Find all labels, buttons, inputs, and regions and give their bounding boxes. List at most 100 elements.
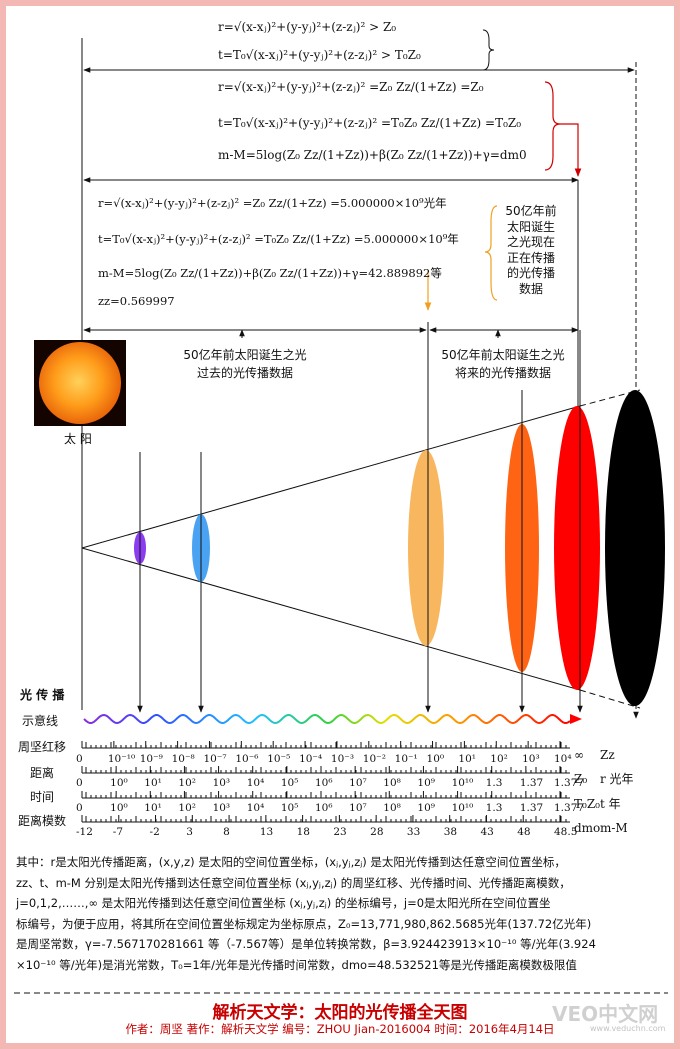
redshift-tick-label: 10⁻³ [330,753,355,765]
redshift-tick-label: 10⁻² [362,753,386,765]
cone-lower-edge [81,547,581,691]
distance-tick-label: 10⁷ [349,777,367,789]
side-note-line: 之光现在 [506,235,555,249]
explanation-text: 其中：r是太阳光传播距离，(x,y,z) 是太阳的空间位置坐标，(xⱼ,yⱼ,z… [16,852,668,975]
modulus-tick-label: 38 [443,826,458,838]
time-tick-label: 10⁰ [110,802,128,814]
bracket-block1 [482,29,495,71]
sun-label: 太 阳 [64,432,92,446]
redshift-tick-label: 10⁴ [554,753,572,765]
bracket-block2 [544,81,561,171]
side-note-line: 50亿年前 [505,204,557,218]
footer-meta: 作者：周坚 著作：解析天文学 编号：ZHOU Jian-2016004 时间：2… [125,1022,555,1036]
modulus-end-symbol: dmo [574,821,601,835]
explanation-line: 是周坚常数，γ=-7.567170281661 等（-7.567等）是单位转换常… [16,937,596,951]
time-tick-label: 10⁶ [315,802,333,814]
side-note-line: 正在传播 [506,250,555,265]
time-tick-label: 1.37 [519,802,544,814]
distance-tick-label: 1.3 [485,777,503,789]
redshift-tick-label: 10⁻¹⁰ [107,753,136,765]
modulus-tick-label: 18 [296,826,310,838]
distance-tick-label: 10¹⁰ [451,777,474,789]
explanation-line: zz、t、m-M 分别是太阳光传播到达任意空间位置坐标 (xⱼ,yⱼ,zⱼ) 的… [16,875,571,890]
redshift-tick-label: 10⁻⁹ [139,753,163,765]
row-time-label: 时间 [30,790,55,804]
formula-block3-r: r=√(x-xⱼ)²+(y-yⱼ)²+(z-zⱼ)² =Z₀ Zz/(1+Zz)… [98,196,447,210]
row-modulus-label: 距离模数 [18,814,67,828]
modulus-tick-label: 48.5 [554,826,578,838]
distance-tick-label: 10³ [212,777,231,789]
redshift-tick-label: 10⁻¹ [394,753,418,765]
bracket-block3 [484,205,498,301]
past-label-line: 过去的光传播数据 [196,366,293,380]
time-tick-label: 10⁹ [417,802,435,814]
redshift-tick-label: 10⁻⁴ [299,753,323,765]
row-redshift-label: 周坚红移 [18,740,67,754]
side-note-line: 的光传播 [506,266,555,280]
distance-tick-label: 10⁴ [246,777,265,789]
distance-end-unit: r 光年 [600,772,634,786]
redshift-tick-label: 10⁻⁸ [171,753,195,765]
distance-tick-label: 10² [178,777,196,789]
distance-tick-label: 0 [76,777,83,789]
side-note-line: 太阳诞生 [506,219,555,234]
redshift-tick-label: 10³ [522,753,540,765]
modulus-tick-label: 3 [186,826,193,838]
modulus-tick-label: 28 [370,826,384,838]
redshift-end-unit: Zz [600,748,615,762]
time-end-unit: t 年 [600,797,621,811]
time-end-symbol: T₀Z₀ [574,797,600,811]
modulus-end-unit: m-M [600,821,628,835]
modulus-tick-label: 33 [406,826,421,838]
explanation-line: 标编号，为便于应用，将其所在空间位置坐标规定为坐标原点，Z₀=13,771,98… [16,916,592,931]
modulus-tick-label: 23 [333,826,347,838]
formula-block3-m: m-M=5log(Z₀ Zz/(1+Zz))+β(Z₀ Zz/(1+Zz))+γ… [98,266,442,280]
redshift-end-symbol: ∞ [574,748,584,762]
distance-end-symbol: Z₀ [574,772,588,786]
redshift-tick-label: 10¹ [458,753,476,765]
formula-block3-zz: zz=0.569997 [98,294,175,308]
redshift-tick-label: 10² [490,753,508,765]
modulus-tick-label: 13 [259,826,274,838]
redshift-tick-label: 0 [76,753,83,765]
time-tick-label: 1.377 [554,802,585,814]
side-note: 50亿年前 太阳诞生 之光现在 正在传播 的光传播 数据 [496,204,566,297]
row-distance-label: 距离 [30,766,55,780]
explanation-line: 其中：r是太阳光传播距离，(x,y,z) 是太阳的空间位置坐标，(xⱼ,yⱼ,z… [16,855,566,869]
modulus-tick-label: -12 [76,826,93,838]
distance-tick-label: 10⁵ [280,777,299,789]
redshift-tick-label: 10⁻⁶ [235,753,259,765]
red-connector [560,123,582,177]
watermark-logo: VEO中文网 [552,1002,659,1026]
distance-tick-label: 10¹ [144,777,162,789]
distance-tick-label: 10⁶ [315,777,333,789]
past-label: 50亿年前太阳诞生之光 过去的光传播数据 [170,346,320,382]
future-label-line: 将来的光传播数据 [454,366,551,380]
time-tick-label: 1.3 [485,802,503,814]
formula-block2-t: t=T₀√(x-xⱼ)²+(y-yⱼ)²+(z-zⱼ)² =T₀Z₀ Zz/(1… [218,116,522,130]
redshift-tick-label: 10⁻⁷ [203,753,227,765]
formula-block2-m: m-M=5log(Z₀ Zz/(1+Zz))+β(Z₀ Zz/(1+Zz))+γ… [218,148,527,162]
row-wave-label: 示意线 [22,714,59,728]
footer-title: 解析天文学：太阳的光传播全天图 [212,1003,468,1023]
past-label-line: 50亿年前太阳诞生之光 [183,348,307,362]
light-wave [83,713,571,725]
light-front-red [554,406,600,690]
light-front-ellipses [134,390,665,706]
distance-tick-label: 1.37 [519,777,544,789]
formula-block1-t: t=T₀√(x-xⱼ)²+(y-yⱼ)²+(z-zⱼ)² > T₀Z₀ [218,48,421,62]
time-tick-label: 0 [76,802,83,814]
redshift-tick-label: 10⁻⁵ [267,753,291,765]
time-tick-label: 10¹⁰ [451,802,474,814]
redshift-tick-label: 10⁰ [426,753,445,765]
distance-tick-label: 10⁸ [383,777,401,789]
time-tick-label: 10⁴ [246,802,265,814]
modulus-tick-label: 48 [517,826,531,838]
formula-block3-t: t=T₀√(x-xⱼ)²+(y-yⱼ)²+(z-zⱼ)² =T₀Z₀ Zz/(1… [98,232,459,246]
modulus-tick-label: 8 [223,826,230,838]
time-tick-label: 10² [178,802,196,814]
distance-tick-label: 10⁰ [110,777,128,789]
modulus-tick-label: -7 [112,826,123,838]
time-tick-label: 10⁵ [280,802,299,814]
modulus-tick-label: -2 [149,826,160,838]
